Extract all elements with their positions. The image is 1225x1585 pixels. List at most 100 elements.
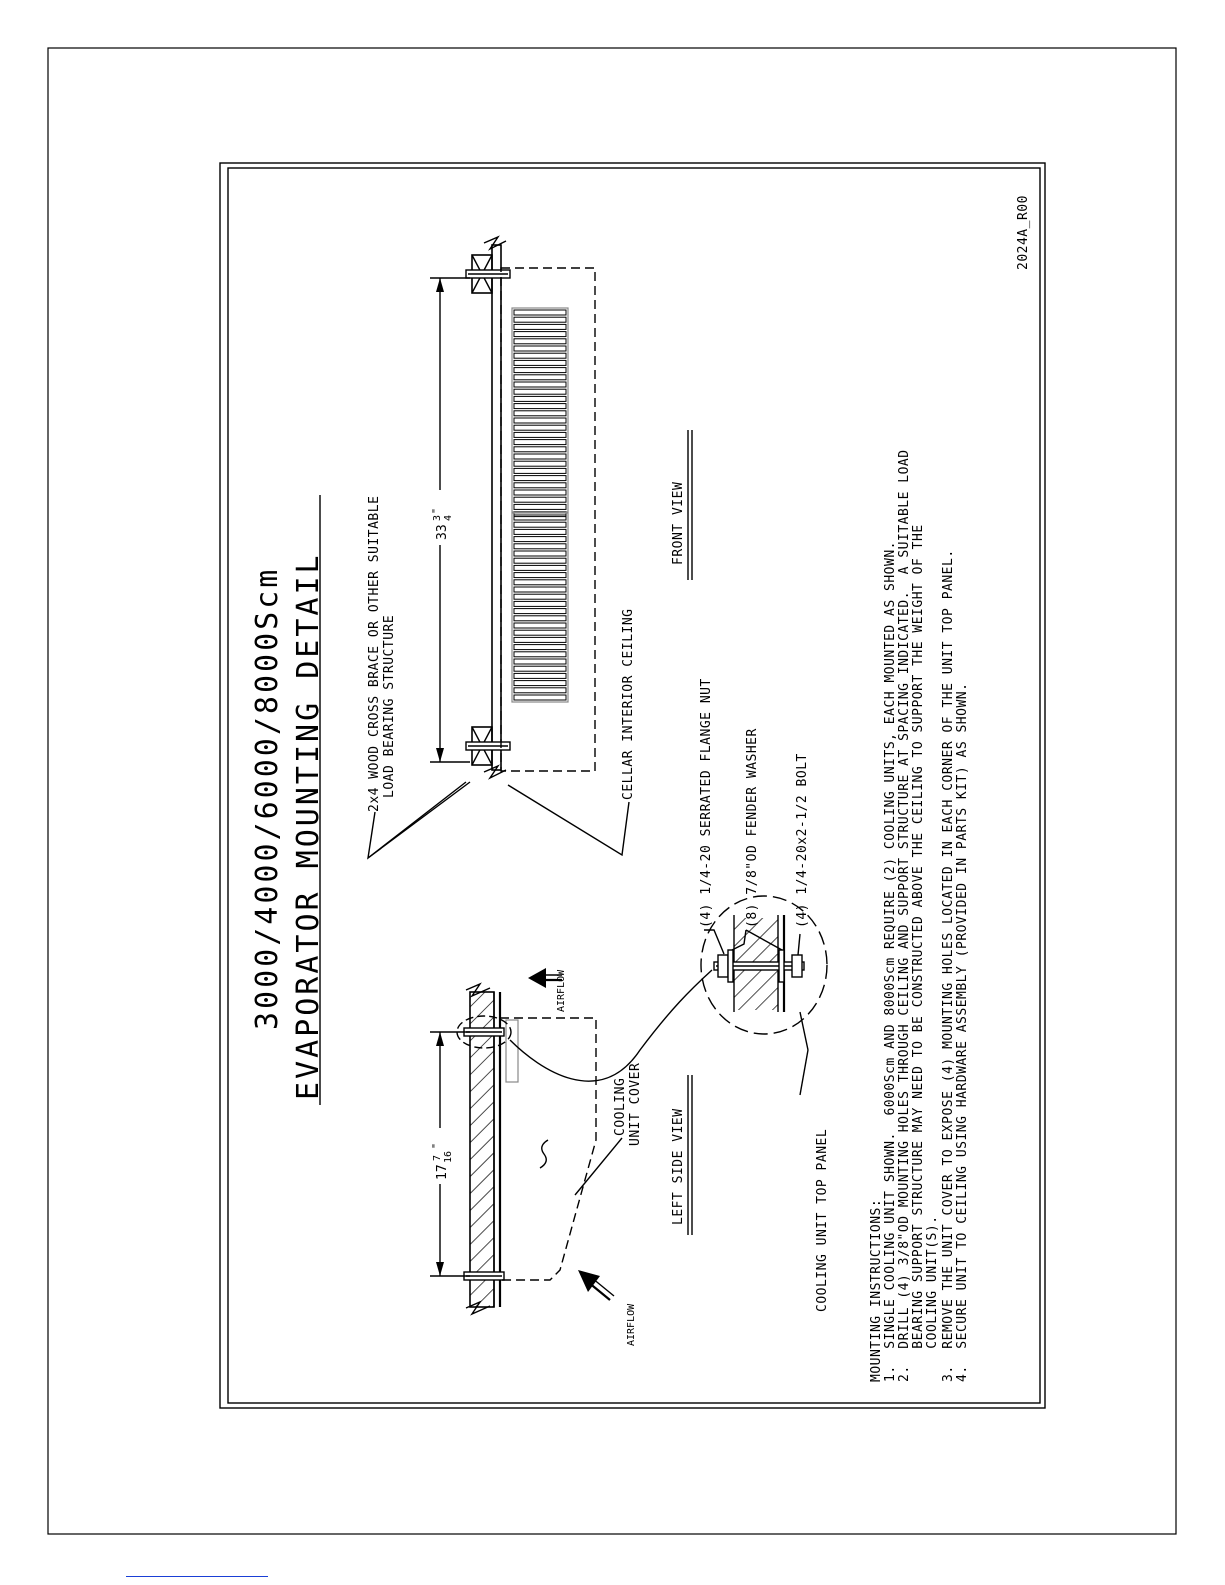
coil-fin <box>513 593 567 600</box>
coil-fin <box>513 323 567 330</box>
instructions-heading: MOUNTING INSTRUCTIONS: <box>869 1199 884 1382</box>
coil-fin <box>513 543 567 550</box>
coil-fin <box>513 439 567 446</box>
coil-fin <box>513 410 567 417</box>
coil-fin <box>513 359 567 366</box>
front-unit-outline <box>500 267 596 772</box>
label-flange-nut: (4) 1/4-20 SERRATED FLANGE NUT <box>699 678 714 928</box>
instruction-line: 4. SECURE UNIT TO CEILING USING HARDWARE… <box>955 683 970 1382</box>
svg-text:AIRFLOW: AIRFLOW <box>556 969 567 1012</box>
drawing-number: 2024A_R00 <box>1016 195 1031 270</box>
label-left-side-view: LEFT SIDE VIEW <box>671 1108 686 1225</box>
coil-fin <box>513 600 567 607</box>
svg-text:4: 4 <box>443 515 454 521</box>
coil-fin <box>513 680 567 687</box>
title-name: EVAPORATOR MOUNTING DETAIL <box>291 552 326 1100</box>
side-dimension: 17 7 16 " <box>431 1143 454 1180</box>
front-coil-fins <box>511 307 569 703</box>
title-models: 3000/4000/6000/8000Scm <box>250 567 285 1030</box>
coil-fin <box>513 550 567 557</box>
coil-fin <box>513 644 567 651</box>
svg-text:AIRFLOW: AIRFLOW <box>626 1303 637 1346</box>
coil-fin <box>513 665 567 672</box>
coil-fin <box>513 417 567 424</box>
coil-fin <box>513 557 567 564</box>
svg-text:16: 16 <box>443 1151 454 1163</box>
coil-fin <box>513 622 567 629</box>
coil-fin <box>513 352 567 359</box>
coil-fin <box>513 388 567 395</box>
coil-fin <box>513 615 567 622</box>
coil-fin <box>513 424 567 431</box>
mounting-instructions: MOUNTING INSTRUCTIONS: 1. SINGLE COOLING… <box>869 449 970 1382</box>
coil-fin <box>513 467 567 474</box>
coil-fin <box>513 316 567 323</box>
coil-fin <box>513 475 567 482</box>
coil-frame <box>511 512 569 703</box>
coil-fin <box>513 367 567 374</box>
coil-fin <box>513 687 567 694</box>
coil-fin <box>513 489 567 496</box>
instruction-line: 2. DRILL (4) 3/8"OD MOUNTING HOLES THROU… <box>897 449 912 1382</box>
coil-fin <box>513 345 567 352</box>
coil-fin <box>513 586 567 593</box>
coil-fin <box>513 309 567 316</box>
airflow-arrow-bottom: AIRFLOW <box>578 1270 637 1346</box>
coil-fin <box>513 460 567 467</box>
side-unit-cover-outline <box>500 1017 597 1281</box>
coil-fin <box>513 694 567 701</box>
airflow-arrow-top: AIRFLOW <box>528 968 567 1012</box>
svg-text:": " <box>431 1143 442 1149</box>
coil-fin <box>513 331 567 338</box>
label-top-panel: COOLING UNIT TOP PANEL <box>815 1129 830 1312</box>
coil-fin <box>513 521 567 528</box>
drawing-frame-outer <box>219 162 1046 1409</box>
svg-text:17: 17 <box>435 1164 450 1180</box>
instruction-line: BEARING SUPPORT STRUCTURE MAY NEED TO BE… <box>911 524 926 1382</box>
label-cellar-ceiling: CELLAR INTERIOR CEILING <box>621 608 636 800</box>
coil-fin <box>513 482 567 489</box>
instruction-line: 1. SINGLE COOLING UNIT SHOWN. 6000Scm AN… <box>883 541 898 1382</box>
svg-text:": " <box>431 508 442 514</box>
front-dimension: 33 3 4 " <box>431 508 454 540</box>
svg-text:33: 33 <box>435 524 450 540</box>
label-fender-washer: (8) 7/8"OD FENDER WASHER <box>745 728 760 928</box>
label-cooling-1: COOLING <box>613 1078 628 1136</box>
coil-fin <box>513 431 567 438</box>
coil-fin <box>513 579 567 586</box>
drawing-frame-inner <box>227 167 1041 1404</box>
front-view: 33 3 4 " 2x4 WOOD CROSS BRACE OR OTHER S… <box>367 235 693 860</box>
coil-fin <box>513 672 567 679</box>
detail-ellipse <box>700 895 828 1035</box>
coil-fin <box>513 496 567 503</box>
coil-fin <box>513 651 567 658</box>
coil-fin <box>513 572 567 579</box>
coil-fin <box>513 338 567 345</box>
coil-fin <box>513 503 567 510</box>
instruction-line: 3. REMOVE THE UNIT COVER TO EXPOSE (4) M… <box>941 549 956 1382</box>
coil-fin <box>513 636 567 643</box>
coil-fin <box>513 381 567 388</box>
coil-fin <box>513 374 567 381</box>
footer-link-underline[interactable] <box>126 1576 268 1577</box>
front-ceiling-panel <box>491 244 502 771</box>
coil-fin <box>513 403 567 410</box>
instruction-line: COOLING UNIT(S). <box>925 1215 940 1382</box>
coil-fin <box>513 658 567 665</box>
svg-text:7: 7 <box>432 1155 443 1161</box>
side-ceiling-hatched <box>469 991 495 1308</box>
hardware-detail: (4) 1/4-20 SERRATED FLANGE NUT (8) 7/8"O… <box>699 678 830 1312</box>
coil-fin <box>513 395 567 402</box>
svg-text:3: 3 <box>432 515 443 521</box>
left-side-view: 17 7 16 " COOLING UNIT COVER AIRFLOW AIR… <box>430 968 713 1346</box>
label-bolt: (4) 1/4-20x2-1/2 BOLT <box>795 753 810 928</box>
coil-fin <box>513 608 567 615</box>
label-cooling-2: UNIT COVER <box>628 1063 643 1146</box>
coil-fin <box>513 629 567 636</box>
coil-fin <box>513 528 567 535</box>
label-wood-brace-1: 2x4 WOOD CROSS BRACE OR OTHER SUITABLE <box>367 496 382 812</box>
title-block: 3000/4000/6000/8000Scm EVAPORATOR MOUNTI… <box>250 495 326 1105</box>
label-front-view: FRONT VIEW <box>671 482 686 565</box>
coil-frame <box>511 307 569 513</box>
